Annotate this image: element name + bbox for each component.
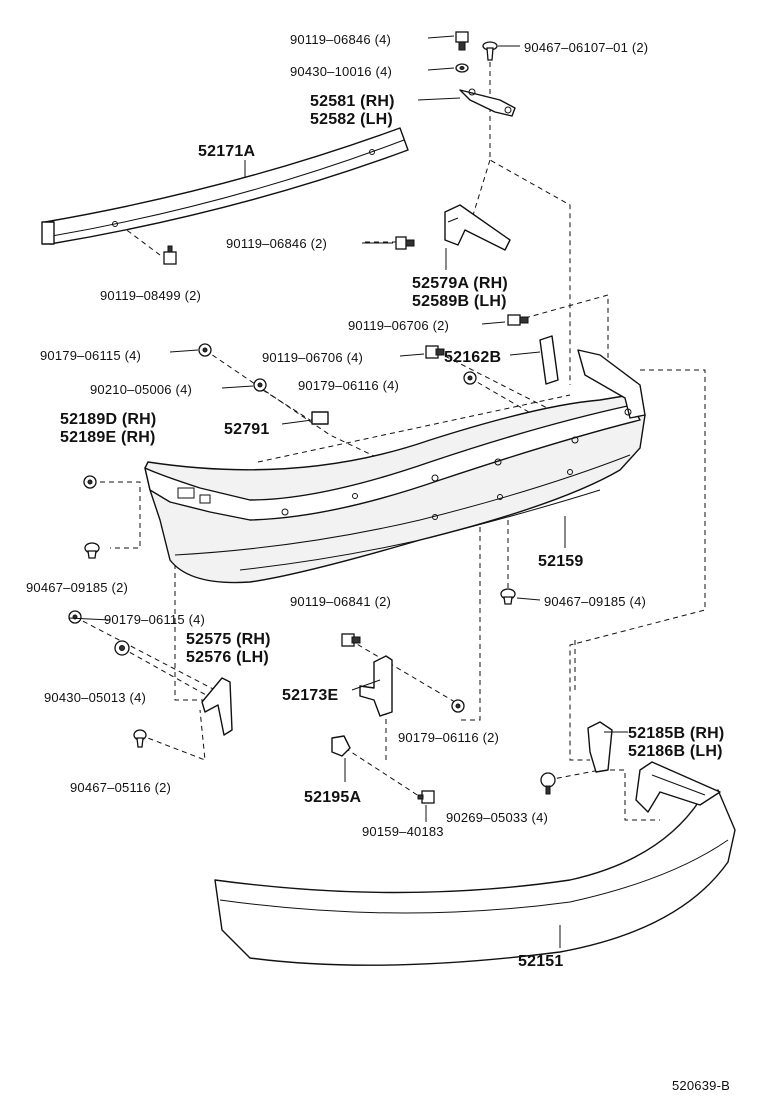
washer-icon: [253, 378, 267, 392]
label-90179-06116-2: 90179–06116 (2): [398, 730, 499, 745]
label-90179-06115-4b: 90179–06115 (4): [104, 612, 205, 627]
clip-icon: [84, 542, 100, 559]
nut-icon: [83, 475, 97, 489]
bolt-icon: [395, 236, 415, 250]
label-52576: 52576 (LH): [186, 649, 269, 666]
retainer-52162B: [539, 335, 559, 385]
bracket-52579A: [444, 204, 511, 251]
label-90467-09185-2: 90467–09185 (2): [26, 580, 128, 595]
label-90210-05006: 90210–05006 (4): [90, 382, 192, 397]
label-90179-06116-4: 90179–06116 (4): [298, 378, 399, 393]
bumper-52151: [214, 761, 736, 966]
label-90119-06706-4: 90119–06706 (4): [262, 350, 363, 365]
bracket-52185B: [587, 721, 613, 773]
label-90179-06115-4a: 90179–06115 (4): [40, 348, 141, 363]
label-52185B: 52185B (RH): [628, 725, 724, 742]
label-90430-10016: 90430–10016 (4): [290, 64, 392, 79]
bolt-icon: [455, 31, 469, 51]
bracket-52575: [201, 677, 233, 736]
label-52575: 52575 (RH): [186, 631, 271, 648]
clip-icon: [482, 41, 498, 61]
clip-icon: [133, 729, 147, 748]
label-90119-08499: 90119–08499 (2): [100, 288, 201, 303]
label-90467-05116: 90467–05116 (2): [70, 780, 171, 795]
washer-icon: [455, 63, 469, 73]
part-labels: 90119–06846 (4) 90467–06107–01 (2) 90430…: [26, 32, 730, 1093]
label-52791: 52791: [224, 421, 270, 438]
label-52162B: 52162B: [444, 349, 501, 366]
nut-icon: [463, 371, 477, 385]
bumper-reinforcement: [41, 127, 409, 245]
fasteners: [68, 31, 556, 804]
label-52189E: 52189E (RH): [60, 429, 156, 446]
label-90119-06706-2: 90119–06706 (2): [348, 318, 449, 333]
nut-icon: [451, 699, 465, 713]
label-90430-05013: 90430–05013 (4): [44, 690, 146, 705]
bracket-52581: [459, 88, 516, 117]
label-90119-06841: 90119–06841 (2): [290, 594, 391, 609]
label-90467-09185-4: 90467–09185 (4): [544, 594, 646, 609]
label-90159-40183: 90159–40183: [362, 824, 444, 839]
label-52171A: 52171A: [198, 143, 255, 160]
washer-icon: [114, 640, 130, 656]
label-52579A: 52579A (RH): [412, 275, 508, 292]
leader-lines: [68, 35, 628, 948]
label-52186B: 52186B (LH): [628, 743, 723, 760]
bolt-icon: [163, 245, 177, 265]
bolt-icon: [341, 633, 361, 647]
clip-52195A: [331, 735, 351, 757]
label-52151: 52151: [518, 953, 564, 970]
label-52159: 52159: [538, 553, 584, 570]
clip-icon: [500, 588, 516, 605]
bracket-52173E: [359, 655, 393, 717]
bolt-icon: [417, 790, 435, 804]
nut-icon: [68, 610, 82, 624]
label-52589B: 52589B (LH): [412, 293, 507, 310]
label-52581: 52581 (RH): [310, 93, 395, 110]
clip-52791: [311, 411, 329, 425]
bolt-icon: [507, 314, 529, 326]
label-90269-05033: 90269–05033 (4): [446, 810, 548, 825]
label-52173E: 52173E: [282, 687, 338, 704]
bolt-icon: [540, 772, 556, 795]
label-90119-06846-top: 90119–06846 (4): [290, 32, 391, 47]
diagram-code: 520639-B: [672, 1078, 730, 1093]
bumper-cover-52159: [144, 349, 646, 584]
nut-icon: [198, 343, 212, 357]
label-52195A: 52195A: [304, 789, 361, 806]
label-52582: 52582 (LH): [310, 111, 393, 128]
label-90467-06107-01: 90467–06107–01 (2): [524, 40, 648, 55]
label-52189D: 52189D (RH): [60, 411, 156, 428]
bolt-icon: [425, 345, 445, 359]
label-90119-06846-mid: 90119–06846 (2): [226, 236, 327, 251]
